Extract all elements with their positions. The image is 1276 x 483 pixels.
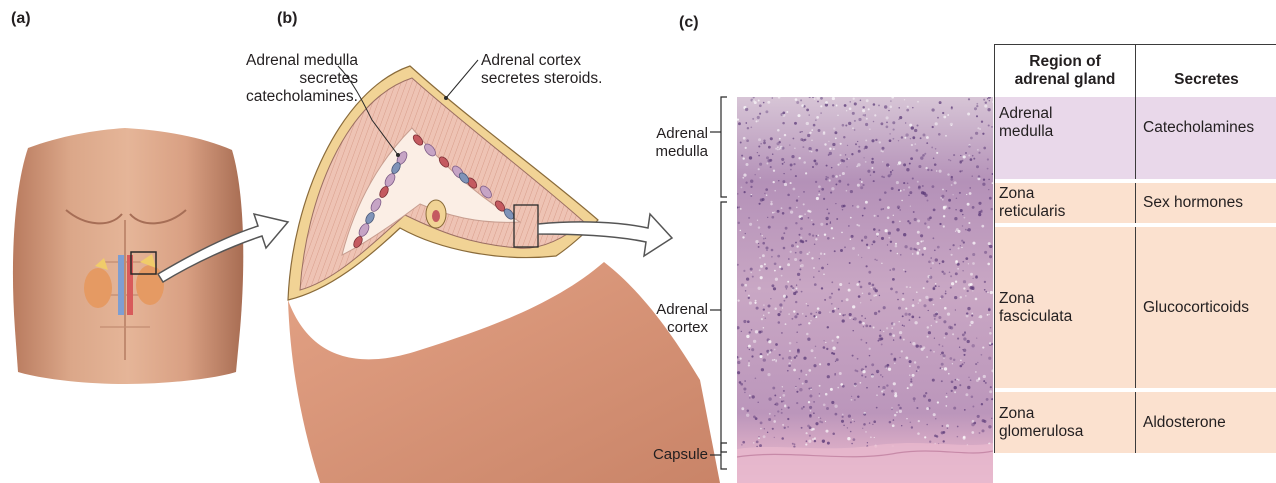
- right-kidney: [136, 265, 164, 305]
- row-secretes: Sex hormones: [1135, 183, 1276, 223]
- cortex-bracket: [721, 202, 727, 452]
- capsule-bracket: [721, 443, 727, 469]
- table-row: Zona glomerulosa Aldosterone: [995, 392, 1276, 453]
- row-region-line-1: Zona: [999, 290, 1072, 308]
- row-secretes-value: Catecholamines: [1143, 119, 1254, 137]
- row-secretes-value: Sex hormones: [1143, 194, 1243, 212]
- row-region-line-2: glomerulosa: [999, 423, 1083, 441]
- row-region-line-1: Zona: [999, 405, 1083, 423]
- row-secretes: Glucocorticoids: [1135, 227, 1276, 388]
- capsule-label: Capsule: [620, 446, 708, 464]
- cortex-label-line-2: cortex: [630, 319, 708, 337]
- cortex-callout-line-2: secretes steroids.: [481, 70, 651, 88]
- adrenal-medulla-label: Adrenal medulla: [630, 125, 708, 161]
- table-body: Adrenal medulla Catecholamines Zona reti…: [994, 97, 1276, 453]
- row-region-line-1: Adrenal: [999, 105, 1053, 123]
- medulla-callout-line-2: secretes: [188, 70, 358, 88]
- row-secretes-value: Aldosterone: [1143, 414, 1226, 432]
- cortex-callout: Adrenal cortex secretes steroids.: [481, 52, 651, 88]
- row-region-line-2: medulla: [999, 123, 1053, 141]
- left-kidney: [84, 268, 112, 308]
- table-row: Zona reticularis Sex hormones: [995, 183, 1276, 223]
- header-secretes-label: Secretes: [1174, 71, 1239, 89]
- cortex-leader-line: [446, 60, 478, 98]
- region-secretion-table: Region of adrenal gland Secretes: [994, 44, 1276, 97]
- table-row: Zona fasciculata Glucocorticoids: [995, 227, 1276, 388]
- cortex-label-line-1: Adrenal: [630, 301, 708, 319]
- medulla-label-line-1: Adrenal: [630, 125, 708, 143]
- medulla-callout-line-1: Adrenal medulla: [188, 52, 358, 70]
- row-secretes-value: Glucocorticoids: [1143, 299, 1249, 317]
- header-region-line-1: Region of: [1015, 53, 1116, 71]
- table-row: Adrenal medulla Catecholamines: [995, 97, 1276, 179]
- row-region: Zona reticularis: [995, 183, 1135, 223]
- header-region: Region of adrenal gland: [995, 45, 1135, 97]
- medulla-callout: Adrenal medulla secretes catecholamines.: [188, 52, 358, 106]
- header-region-line-2: adrenal gland: [1015, 71, 1116, 89]
- row-region-line-2: fasciculata: [999, 308, 1072, 326]
- medulla-bracket: [721, 97, 727, 197]
- row-secretes: Catecholamines: [1135, 97, 1276, 179]
- adrenal-cortex-label: Adrenal cortex: [630, 301, 708, 337]
- row-region-line-2: reticularis: [999, 203, 1065, 221]
- row-region: Zona glomerulosa: [995, 392, 1135, 453]
- row-region: Zona fasciculata: [995, 227, 1135, 388]
- medulla-label-line-2: medulla: [630, 143, 708, 161]
- table-header-row: Region of adrenal gland Secretes: [995, 45, 1276, 98]
- row-region: Adrenal medulla: [995, 97, 1135, 179]
- row-region-line-1: Zona: [999, 185, 1065, 203]
- cortex-callout-line-1: Adrenal cortex: [481, 52, 651, 70]
- header-secretes: Secretes: [1135, 45, 1276, 97]
- medulla-callout-line-3: catecholamines.: [188, 88, 358, 106]
- histology-micrograph: [737, 97, 993, 483]
- row-secretes: Aldosterone: [1135, 392, 1276, 453]
